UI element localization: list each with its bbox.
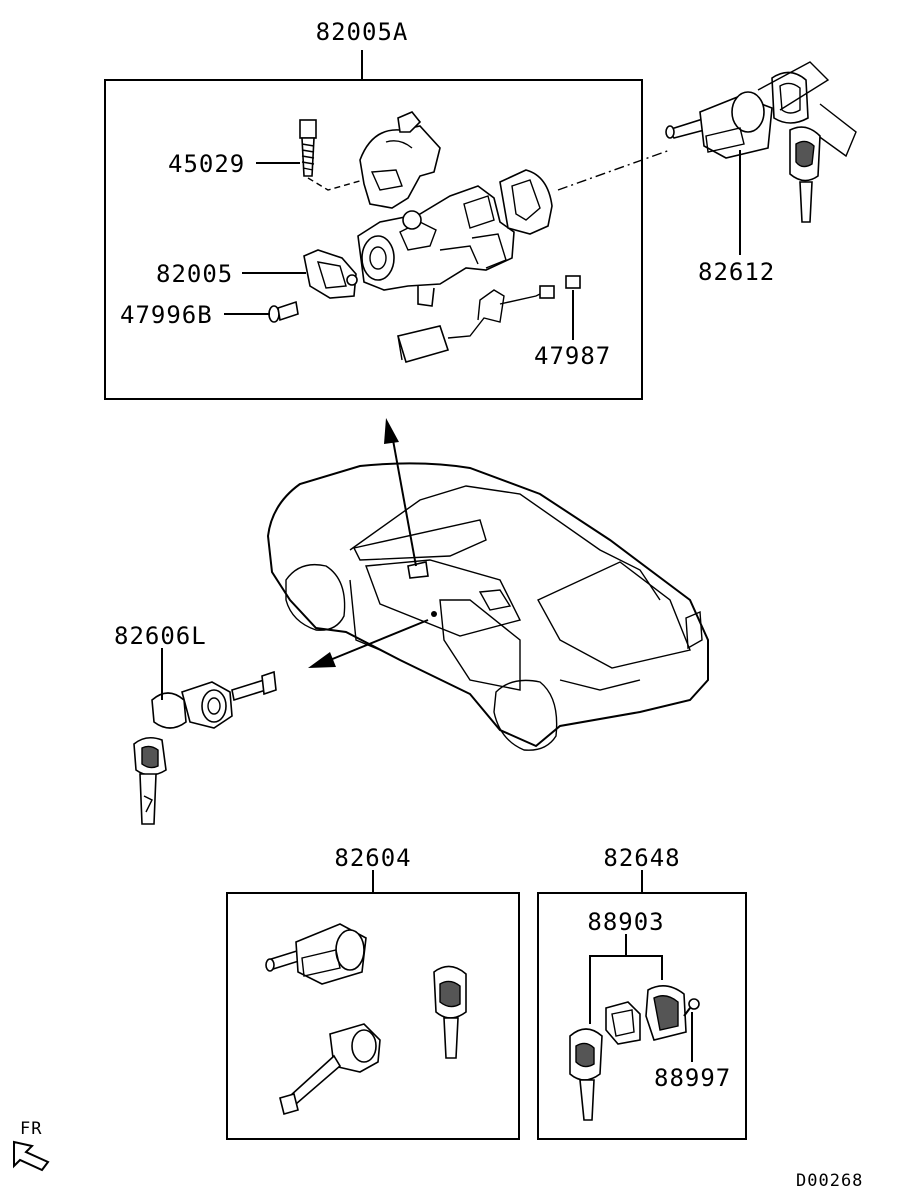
callout-47996B: 47996B bbox=[120, 301, 213, 329]
callout-82005A: 82005A bbox=[316, 18, 409, 46]
part-lock-ring bbox=[499, 149, 671, 235]
diagram-code: D00268 bbox=[796, 1171, 863, 1187]
callout-88903: 88903 bbox=[587, 908, 664, 936]
callout-47987: 47987 bbox=[534, 342, 611, 370]
callout-82604: 82604 bbox=[334, 844, 411, 872]
assembly-box-82005A bbox=[104, 50, 643, 400]
part-82606L-door-lock bbox=[133, 670, 277, 825]
assembly-box-82604 bbox=[226, 870, 520, 1140]
callout-82648: 82648 bbox=[603, 844, 680, 872]
callout-82606L: 82606L bbox=[114, 622, 207, 650]
front-direction-arrow bbox=[13, 1140, 50, 1172]
callout-82005: 82005 bbox=[156, 260, 233, 288]
part-47996B-screw bbox=[268, 300, 299, 323]
part-82612-key-set bbox=[665, 61, 857, 223]
part-47987-connector bbox=[396, 275, 581, 363]
arrow-to-ignition bbox=[384, 418, 417, 567]
callout-82612: 82612 bbox=[698, 258, 775, 286]
vehicle-outline bbox=[266, 462, 709, 751]
part-lock-housing bbox=[359, 111, 441, 209]
part-82005-switch bbox=[303, 249, 358, 299]
part-switch-body bbox=[357, 185, 515, 307]
orientation-label: FR bbox=[20, 1119, 42, 1139]
assembly-box-82648 bbox=[537, 870, 747, 1140]
part-45029-screw bbox=[299, 119, 371, 191]
arrow-to-door-lock bbox=[308, 611, 437, 668]
callout-45029: 45029 bbox=[168, 150, 245, 178]
callout-88997: 88997 bbox=[654, 1064, 731, 1092]
